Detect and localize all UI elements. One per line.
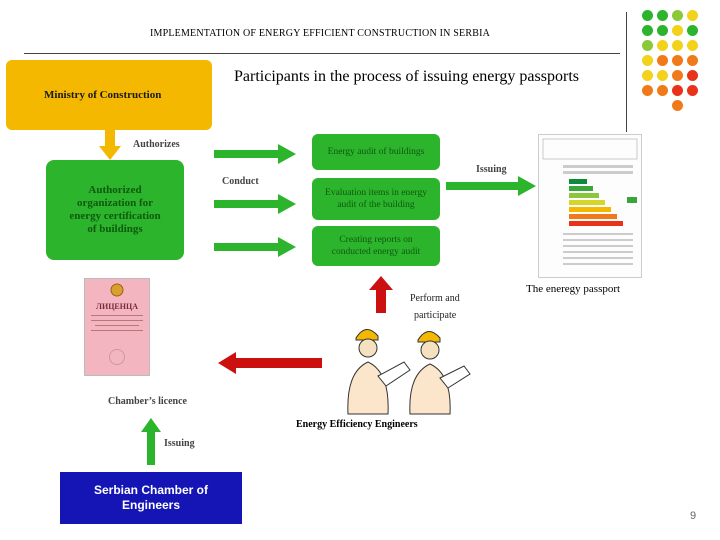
right-arrow-icon — [214, 194, 296, 214]
slide-header: IMPLEMENTATION OF ENERGY EFFICIENT CONST… — [0, 28, 640, 39]
task-line-2: audit of the building — [325, 199, 427, 211]
dot — [687, 25, 698, 36]
dot — [687, 10, 698, 21]
chambers-licence-label: Chamber’s licence — [108, 396, 187, 407]
issuing-label-top: Issuing — [476, 164, 507, 175]
task-line-1: Evaluation items in energy — [325, 187, 427, 199]
dot — [642, 55, 653, 66]
license-certificate: ЛИЦЕНЦА — [84, 278, 150, 376]
dot — [657, 25, 668, 36]
dot — [642, 85, 653, 96]
task-box-energy-audit: Energy audit of buildings — [312, 134, 440, 170]
down-arrow-icon — [98, 130, 122, 162]
dot — [657, 70, 668, 81]
task-line-1: Energy audit of buildings — [328, 146, 425, 158]
dot — [672, 25, 683, 36]
seal-icon — [109, 349, 125, 365]
task-line-1: Creating reports on — [332, 234, 420, 246]
dot — [642, 10, 653, 21]
dot — [672, 10, 683, 21]
emblem-icon — [110, 283, 124, 297]
org-line-4: of buildings — [69, 223, 160, 236]
dot — [687, 40, 698, 51]
dot — [687, 85, 698, 96]
dot — [657, 40, 668, 51]
conduct-label: Conduct — [222, 176, 259, 187]
license-text-line — [91, 320, 143, 321]
vertical-divider — [626, 12, 627, 132]
right-arrow-icon — [214, 237, 296, 257]
energy-rating-chart-icon — [539, 135, 641, 277]
slide-subtitle: Participants in the process of issuing e… — [234, 68, 579, 86]
dot — [672, 70, 683, 81]
left-arrow-icon — [218, 352, 322, 374]
dot — [657, 55, 668, 66]
dot — [642, 70, 653, 81]
energy-passport-document — [538, 134, 642, 278]
chamber-line-1: Serbian Chamber of — [94, 483, 208, 498]
ministry-box: Ministry of Construction — [6, 60, 212, 130]
passport-label: The eneregy passport — [526, 283, 620, 295]
license-text-line — [91, 315, 143, 316]
task-box-evaluation: Evaluation items in energy audit of the … — [312, 178, 440, 220]
license-text-line — [91, 330, 143, 331]
decorative-dot-grid — [642, 10, 712, 110]
chamber-line-2: Engineers — [94, 498, 208, 513]
header-divider — [24, 53, 620, 54]
dot — [672, 55, 683, 66]
org-line-1: Authorized — [69, 184, 160, 197]
dot — [642, 40, 653, 51]
chamber-of-engineers-box: Serbian Chamber of Engineers — [60, 472, 242, 524]
up-arrow-icon — [368, 276, 394, 314]
dot — [657, 85, 668, 96]
org-line-3: energy certification — [69, 210, 160, 223]
task-box-reports: Creating reports on conducted energy aud… — [312, 226, 440, 266]
dot — [642, 25, 653, 36]
up-arrow-icon — [140, 418, 162, 466]
authorizes-label: Authorizes — [133, 139, 180, 150]
dot — [672, 40, 683, 51]
perform-label: Perform and — [410, 293, 460, 304]
issuing-label-bottom: Issuing — [164, 438, 195, 449]
right-arrow-icon — [446, 176, 536, 196]
dot — [672, 85, 683, 96]
dot — [687, 55, 698, 66]
engineers-illustration — [334, 316, 474, 416]
task-line-2: conducted energy audit — [332, 246, 420, 258]
authorized-organization-box: Authorized organization for energy certi… — [46, 160, 184, 260]
license-title: ЛИЦЕНЦА — [85, 302, 149, 311]
ministry-label: Ministry of Construction — [44, 89, 161, 101]
license-text-line — [95, 325, 139, 326]
dot — [687, 70, 698, 81]
engineers-label: Energy Efficiency Engineers — [296, 419, 418, 430]
right-arrow-icon — [214, 144, 296, 164]
org-line-2: organization for — [69, 197, 160, 210]
dot — [657, 10, 668, 21]
page-number: 9 — [690, 510, 696, 522]
dot — [672, 100, 683, 111]
